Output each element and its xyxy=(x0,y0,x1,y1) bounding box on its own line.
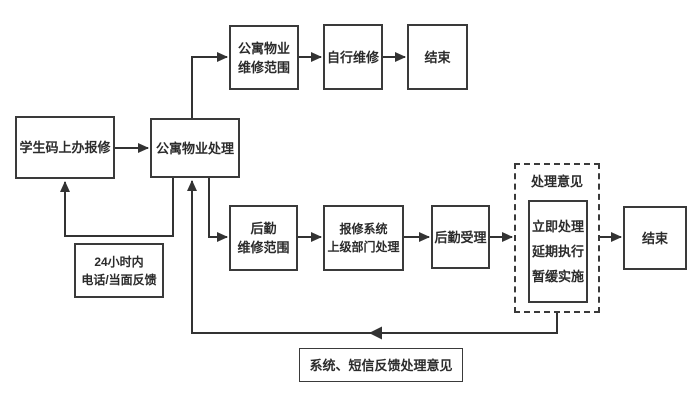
node-end-top: 结束 xyxy=(407,24,468,90)
node-apartment-repair-scope: 公寓物业 维修范围 xyxy=(229,25,299,90)
node-logistics-accept: 后勤受理 xyxy=(431,205,490,269)
edge-property-feedback-to-student xyxy=(60,178,174,237)
processing-opinion-title: 处理意见 xyxy=(530,174,583,189)
edge-property-to-logistics-scope xyxy=(208,178,228,242)
label-24h-phone-feedback: 24小时内 电话/当面反馈 xyxy=(74,243,164,298)
node-repair-system-upper-dept: 报修系统 上级部门处理 xyxy=(323,205,404,271)
node-logistics-repair-scope: 后勤 维修范围 xyxy=(229,205,298,271)
edge-property-to-apartment-scope xyxy=(191,52,228,118)
label-system-sms-feedback: 系统、短信反馈处理意见 xyxy=(299,348,463,382)
node-apartment-property: 公寓物业处理 xyxy=(150,118,240,178)
feedback-direction-arrowhead xyxy=(369,326,382,340)
group-processing-opinion: 处理意见 立即处理 延期执行 暂缓实施 xyxy=(514,163,600,313)
node-end-right: 结束 xyxy=(623,206,687,270)
node-student-report: 学生码上办报修 xyxy=(15,116,115,179)
node-opinion-options: 立即处理 延期执行 暂缓实施 xyxy=(528,200,588,303)
node-self-repair: 自行维修 xyxy=(323,24,383,90)
